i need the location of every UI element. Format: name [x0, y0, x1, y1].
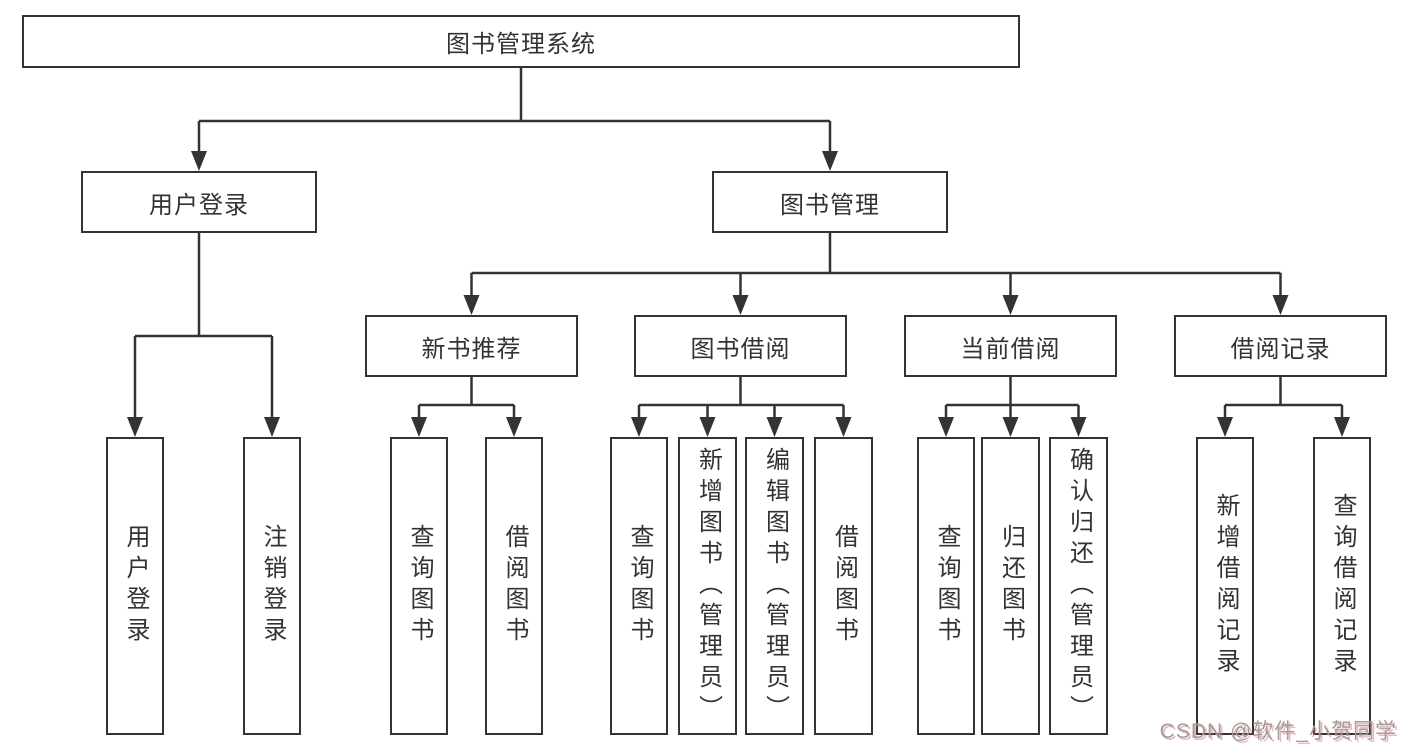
node-user-login: 用户登录 — [81, 171, 317, 233]
connector-root-to-level2 — [191, 68, 838, 171]
leaf-current-return-books: 归还图书 — [981, 437, 1040, 735]
node-label: 新增图书（管理员） — [694, 446, 722, 726]
node-label: 查询图书 — [933, 524, 960, 648]
leaf-borrow-borrow-books: 借阅图书 — [814, 437, 873, 735]
node-label: 当前借阅 — [960, 335, 1061, 363]
connector-borrow-records-to-leaves — [1217, 377, 1350, 437]
connector-book-borrow-to-leaves — [631, 377, 852, 437]
connector-user-login-to-leaves — [127, 233, 280, 437]
node-library-system: 图书管理系统 — [22, 15, 1020, 68]
node-book-management: 图书管理 — [712, 171, 948, 233]
leaf-borrow-query-books: 查询图书 — [610, 437, 668, 735]
connector-new-book-to-leaves — [411, 377, 522, 437]
node-label: 新增借阅记录 — [1212, 493, 1239, 679]
node-label: 借阅图书 — [830, 524, 858, 648]
node-label: 用户登录 — [122, 524, 149, 648]
leaf-newbook-query-books: 查询图书 — [390, 437, 448, 735]
node-label: 图书管理系统 — [446, 31, 596, 58]
node-label: 查询图书 — [406, 524, 433, 648]
node-label: 用户登录 — [149, 191, 249, 219]
node-label: 借阅记录 — [1230, 335, 1331, 363]
leaf-user-login: 用户登录 — [106, 437, 164, 735]
node-label: 确认归还（管理员） — [1065, 446, 1093, 726]
node-new-book-recommend: 新书推荐 — [365, 315, 578, 377]
node-label: 图书借阅 — [690, 335, 791, 363]
leaf-current-confirm-return-admin: 确认归还（管理员） — [1049, 437, 1108, 735]
leaf-borrow-edit-books-admin: 编辑图书（管理员） — [745, 437, 804, 735]
node-label: 归还图书 — [997, 524, 1025, 648]
leaf-records-add-record: 新增借阅记录 — [1196, 437, 1254, 735]
node-label: 编辑图书（管理员） — [761, 446, 789, 726]
leaf-records-query-record: 查询借阅记录 — [1313, 437, 1371, 735]
node-label: 注销登录 — [259, 524, 286, 648]
node-label: 图书管理 — [780, 191, 880, 219]
node-label: 查询借阅记录 — [1329, 493, 1356, 679]
node-label: 借阅图书 — [501, 524, 528, 648]
node-borrow-records: 借阅记录 — [1174, 315, 1387, 377]
node-label: 新书推荐 — [421, 335, 522, 363]
connector-book-management-to-level3 — [463, 233, 1289, 315]
leaf-logout: 注销登录 — [243, 437, 301, 735]
leaf-current-query-books: 查询图书 — [917, 437, 975, 735]
csdn-watermark: CSDN @软件_小贺同学 — [1159, 720, 1397, 743]
node-book-borrow: 图书借阅 — [634, 315, 847, 377]
leaf-borrow-add-books-admin: 新增图书（管理员） — [678, 437, 737, 735]
connector-current-borrow-to-leaves — [938, 377, 1087, 437]
node-label: 查询图书 — [626, 524, 653, 648]
node-current-borrow: 当前借阅 — [904, 315, 1117, 377]
leaf-newbook-borrow-books: 借阅图书 — [485, 437, 543, 735]
